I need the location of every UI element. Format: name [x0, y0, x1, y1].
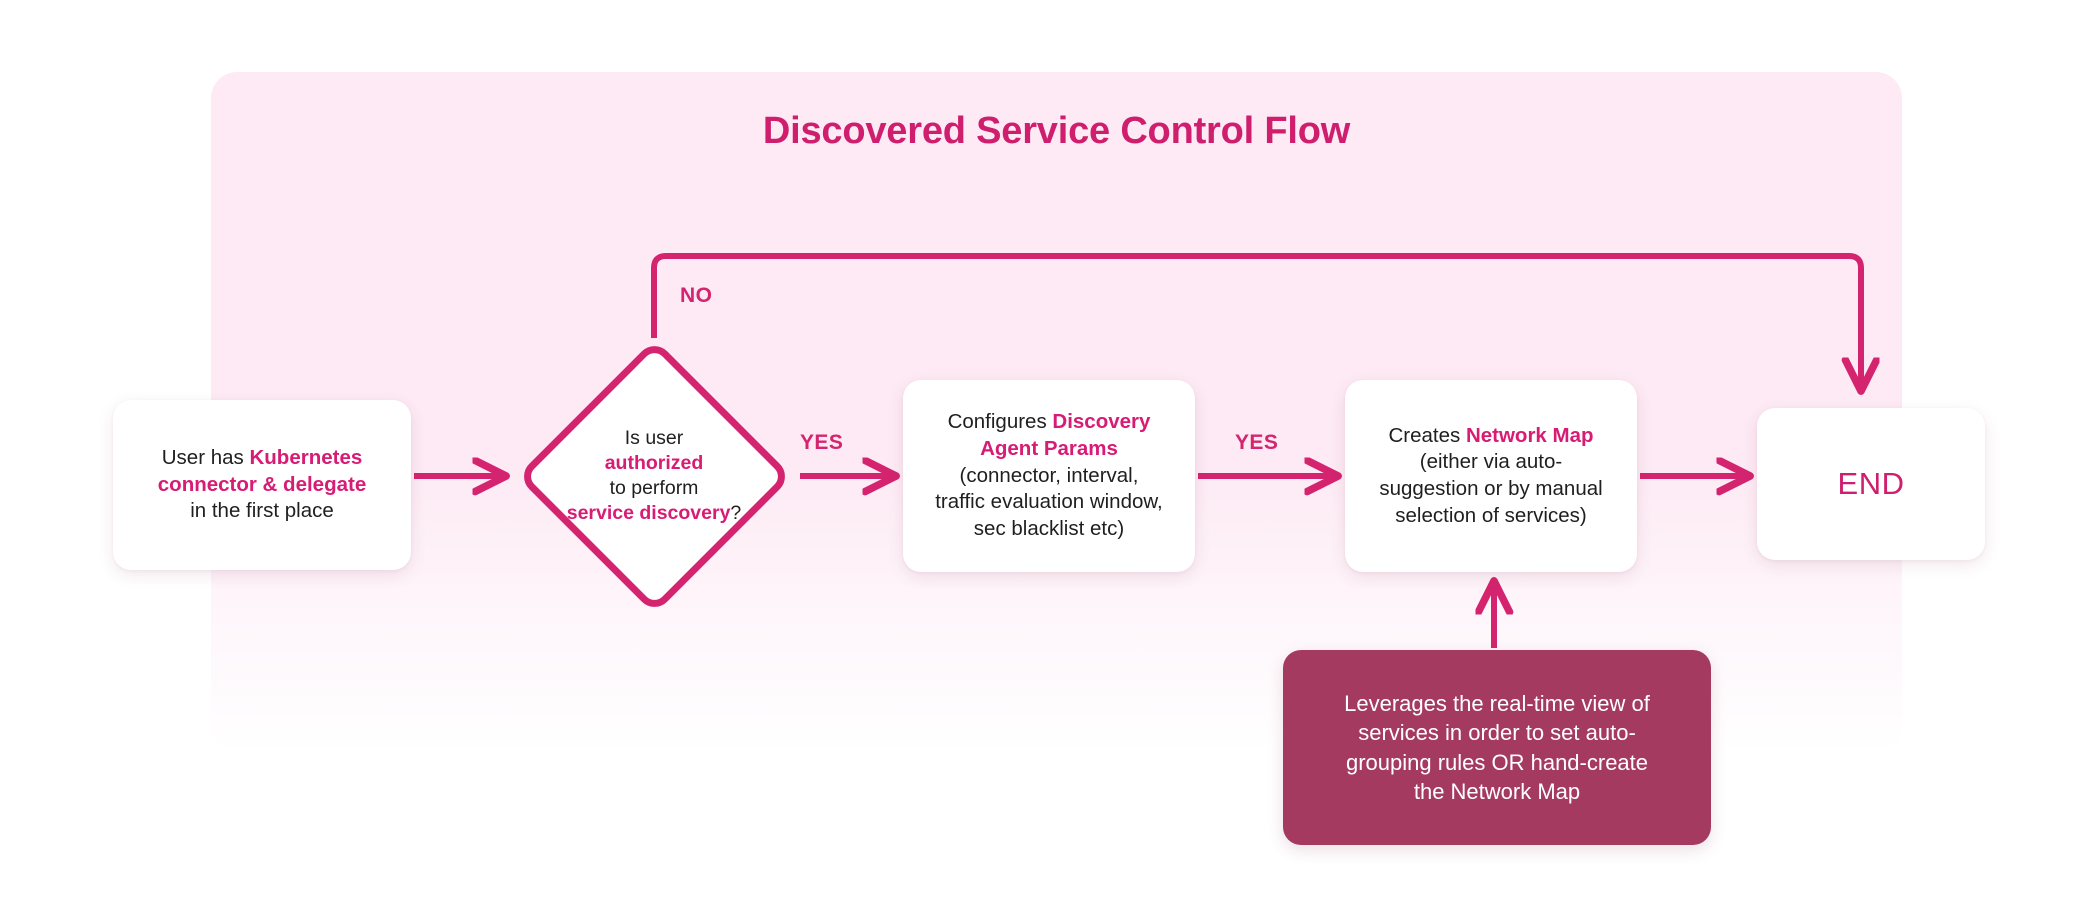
end-node[interactable]: END	[1757, 408, 1985, 560]
end-node-label: END	[1837, 465, 1905, 501]
create-network-map-label: Creates Network Map(either via auto-sugg…	[1379, 423, 1603, 527]
edge-label-no: NO	[680, 284, 713, 307]
edge-label-yes-authorized: YES	[800, 431, 844, 454]
create-network-map-node[interactable]: Creates Network Map(either via auto-sugg…	[1345, 380, 1637, 572]
page-title: Discovered Service Control Flow	[762, 110, 1351, 152]
edge-label-yes-configured: YES	[1235, 431, 1279, 454]
